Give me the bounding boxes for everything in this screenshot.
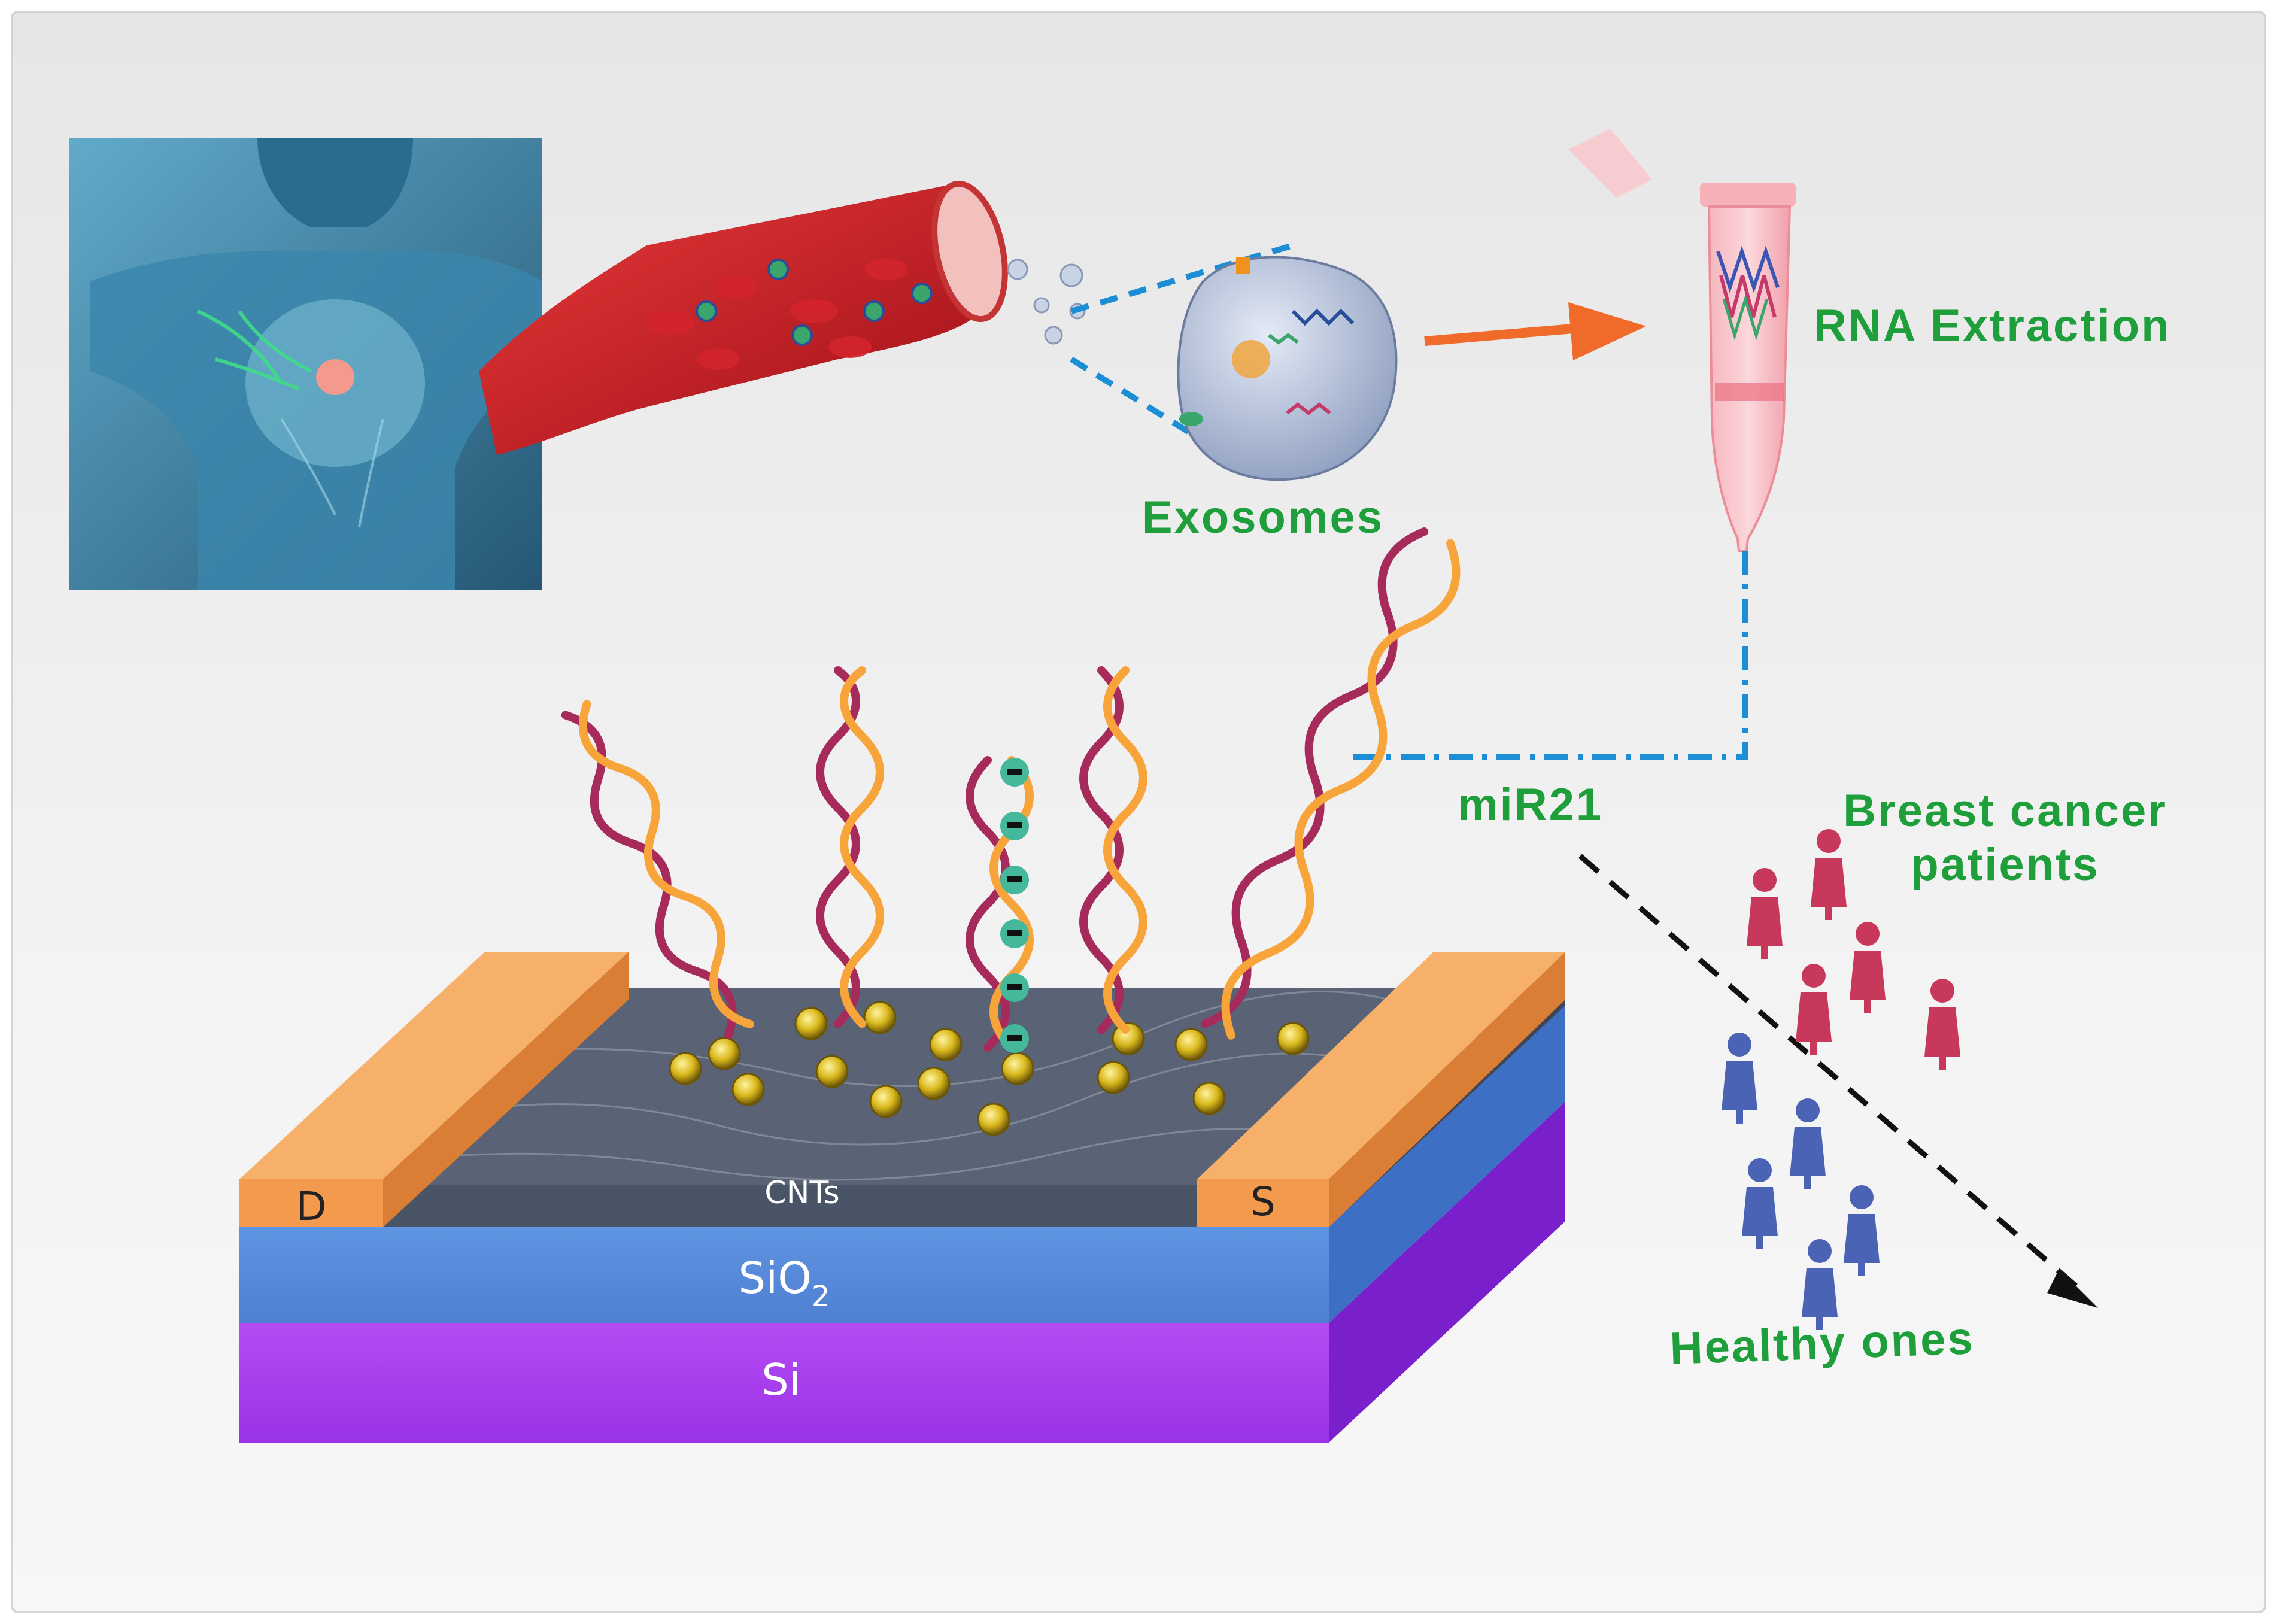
drain-label: D [296, 1183, 327, 1230]
helix-2 [816, 666, 884, 1028]
person-icon [1844, 1185, 1880, 1276]
person-icon [1742, 1158, 1778, 1249]
gold-nanoparticles [669, 1001, 1310, 1136]
person-icon [1811, 829, 1847, 920]
breast-cancer-label-line1: Breast cancer [1843, 785, 2167, 836]
dna-helices [561, 527, 1461, 1052]
orange-arrow [1424, 302, 1646, 360]
mir21-label: miR21 [1458, 779, 1603, 830]
sio2-base: SiO [739, 1253, 812, 1303]
sio2-label: SiO2 [739, 1253, 830, 1313]
drain-electrode [239, 952, 629, 1227]
helix-1 [561, 700, 754, 1040]
helix-4 [1079, 666, 1147, 1034]
helix-3 [966, 756, 1034, 1052]
si-label: Si [761, 1355, 801, 1405]
zoom-lines [1070, 242, 1294, 470]
healthy-ones-label: Healthy ones [1669, 1313, 1975, 1374]
helix-5 [1201, 527, 1461, 1040]
person-icon [1722, 1033, 1757, 1124]
torso-anatomy-icon [69, 138, 542, 590]
exosome-vesicle-icon [1177, 256, 1398, 481]
person-icon [1796, 964, 1832, 1055]
breast-cancer-patient-icons [1747, 829, 1960, 1070]
blood-vessel-icon [479, 180, 1008, 455]
sio2-layer [239, 1227, 1329, 1323]
breast-cancer-label-line2: patients [1911, 839, 2099, 890]
person-icon [1850, 922, 1886, 1013]
fet-chip [239, 952, 1565, 1443]
person-icon [1924, 979, 1960, 1070]
exosomes-label: Exosomes [1142, 492, 1384, 543]
sio2-subscript: 2 [812, 1280, 830, 1313]
person-icon [1747, 868, 1783, 959]
person-icon [1790, 1098, 1826, 1189]
source-label: S [1250, 1179, 1276, 1225]
cnts-label: CNTs [764, 1175, 839, 1211]
healthy-person-icons [1722, 1033, 1880, 1330]
si-layer [239, 1323, 1329, 1443]
rna-extraction-label: RNA Extraction [1814, 300, 2171, 351]
source-electrode [1197, 952, 1565, 1227]
person-icon [1802, 1239, 1838, 1330]
dashed-diagonal-arrow [1578, 854, 2098, 1308]
dash-dot-connector [1350, 551, 1748, 760]
probe-charges [1000, 758, 1029, 1053]
